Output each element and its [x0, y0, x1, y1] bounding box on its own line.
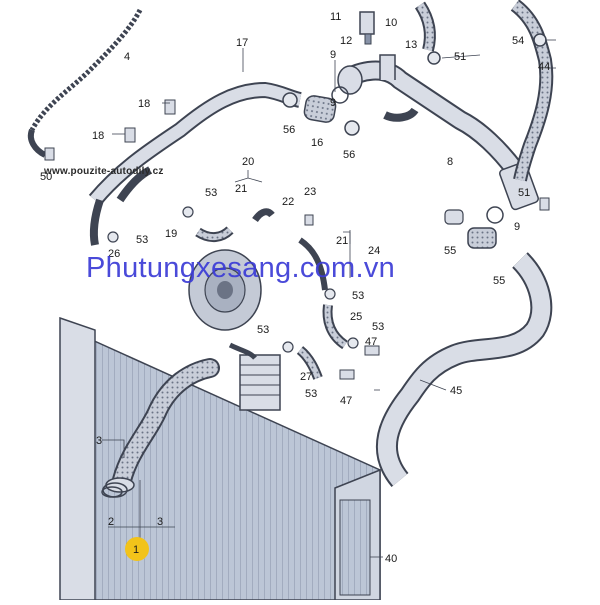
hose-44[interactable]: [510, 0, 554, 182]
callout-12: 12: [340, 35, 352, 47]
callout-13: 13: [405, 39, 417, 51]
callout-3a: 3: [96, 435, 102, 447]
callout-53c: 53: [352, 290, 364, 302]
callout-53f: 53: [305, 388, 317, 400]
callout-56a: 56: [283, 124, 295, 136]
watermark: Phutungxesang.com.vn: [86, 252, 396, 284]
callout-22: 22: [282, 196, 294, 208]
site-tag: www.pouzite-autodily.cz: [44, 166, 164, 177]
highlight-callout-1: [125, 537, 149, 561]
hose-45[interactable]: [375, 252, 553, 488]
callout-4: 4: [124, 51, 130, 63]
coolant-pipe-upper[interactable]: [88, 81, 302, 206]
callout-18b: 18: [92, 130, 104, 142]
bolts[interactable]: [44, 99, 550, 380]
callout-45: 45: [450, 385, 462, 397]
callout-1: 1: [133, 544, 139, 556]
hose-clamps[interactable]: [102, 33, 547, 498]
callout-9c: 9: [330, 97, 336, 109]
coolant-flange[interactable]: [337, 54, 539, 211]
callout-54: 54: [512, 35, 524, 47]
callout-9a: 9: [330, 49, 336, 61]
callout-44: 44: [538, 61, 550, 73]
callout-50: 50: [40, 171, 52, 183]
callout-2: 2: [108, 516, 114, 528]
callout-numbers: 1 2 3 3 4 8 9 9 10 11 12 13 16 17 18 18 …: [40, 11, 550, 565]
callout-21a: 21: [235, 183, 247, 195]
temp-sensor[interactable]: [359, 11, 375, 45]
callout-53d: 53: [372, 321, 384, 333]
callout-53e: 53: [257, 324, 269, 336]
callout-55b: 55: [493, 275, 505, 287]
callout-53b: 53: [136, 234, 148, 246]
callout-51a: 51: [454, 51, 466, 63]
callout-47b: 47: [340, 395, 352, 407]
callout-18a: 18: [138, 98, 150, 110]
callout-19: 19: [165, 228, 177, 240]
callout-10: 10: [385, 17, 397, 29]
callout-21b: 21: [336, 235, 348, 247]
callout-51b: 51: [518, 187, 530, 199]
callout-3b: 3: [157, 516, 163, 528]
callout-47a: 47: [365, 336, 377, 348]
callout-27: 27: [300, 371, 312, 383]
coolant-pump[interactable]: [188, 249, 262, 331]
callout-26: 26: [108, 248, 120, 260]
callout-40: 40: [385, 553, 397, 565]
hose-16[interactable]: [303, 95, 337, 124]
callout-53a: 53: [205, 187, 217, 199]
callout-20: 20: [242, 156, 254, 168]
callout-56b: 56: [343, 149, 355, 161]
callout-17: 17: [236, 37, 248, 49]
hose-10[interactable]: [414, 1, 436, 52]
callout-8: 8: [447, 156, 453, 168]
bleed-line[interactable]: [27, 8, 143, 158]
hose-55[interactable]: [444, 209, 497, 249]
callout-23: 23: [304, 186, 316, 198]
small-hoses[interactable]: [89, 198, 349, 380]
leader-lines: [102, 39, 556, 558]
callout-11: 11: [330, 11, 341, 23]
oil-cooler[interactable]: [228, 342, 281, 411]
callout-9b: 9: [514, 221, 520, 233]
callout-16: 16: [311, 137, 323, 149]
callout-55a: 55: [444, 245, 456, 257]
callout-24: 24: [368, 245, 380, 257]
radiator: [59, 316, 381, 601]
callout-25: 25: [350, 311, 362, 323]
